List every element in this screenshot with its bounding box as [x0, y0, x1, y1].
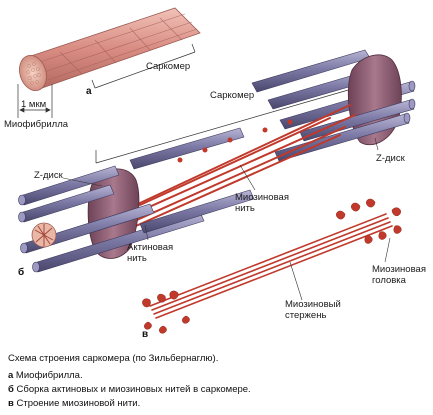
z-disk-right-label: Z-диск — [376, 153, 406, 164]
caption-item-a-letter: а — [8, 370, 14, 381]
filament-cross-section — [31, 222, 57, 248]
leader-lines-c — [289, 237, 391, 301]
caption-item-b-text: Сборка актиновых и миозиновых нитей в са… — [13, 384, 251, 395]
myofibril-cylinder — [19, 7, 201, 91]
caption-item-c: в Строение миозиновой нити. — [8, 397, 428, 411]
actin-filaments-left — [18, 165, 255, 273]
caption-item-c-letter: в — [8, 398, 14, 409]
myofibril-label: Миофибрилла — [4, 119, 69, 130]
myosin-filament-c — [142, 198, 402, 334]
part-letter-c: в — [142, 329, 148, 338]
myosin-filaments — [99, 104, 356, 243]
figure-caption: Схема строения саркомера (по Зильбернагл… — [8, 352, 428, 411]
scale-bar — [17, 84, 53, 118]
caption-item-a-text: Миофибрилла. — [13, 370, 83, 381]
caption-item-a: а Миофибрилла. — [8, 369, 428, 383]
part-letter-a: а — [86, 86, 92, 97]
caption-item-c-text: Строение миозиновой нити. — [13, 398, 141, 409]
sarcomere-label-b: Саркомер — [210, 90, 254, 101]
caption-item-b: б Сборка актиновых и миозиновых нитей в … — [8, 383, 428, 397]
caption-title: Схема строения саркомера (по Зильбернагл… — [8, 353, 219, 364]
myosin-heads-b — [177, 119, 293, 163]
sarcomere-bracket-a — [91, 43, 196, 89]
sarcomere-label-a: Саркомер — [146, 61, 190, 72]
scale-label: 1 мкм — [21, 99, 46, 110]
caption-item-b-letter: б — [8, 384, 14, 395]
part-letter-b: б — [18, 266, 24, 278]
z-disk-left-label: Z-диск — [34, 170, 64, 181]
leader-lines-b — [62, 137, 379, 241]
sarcomere-diagram: Саркомер а 1 мкм Миофибрилла Саркомер — [4, 7, 426, 338]
